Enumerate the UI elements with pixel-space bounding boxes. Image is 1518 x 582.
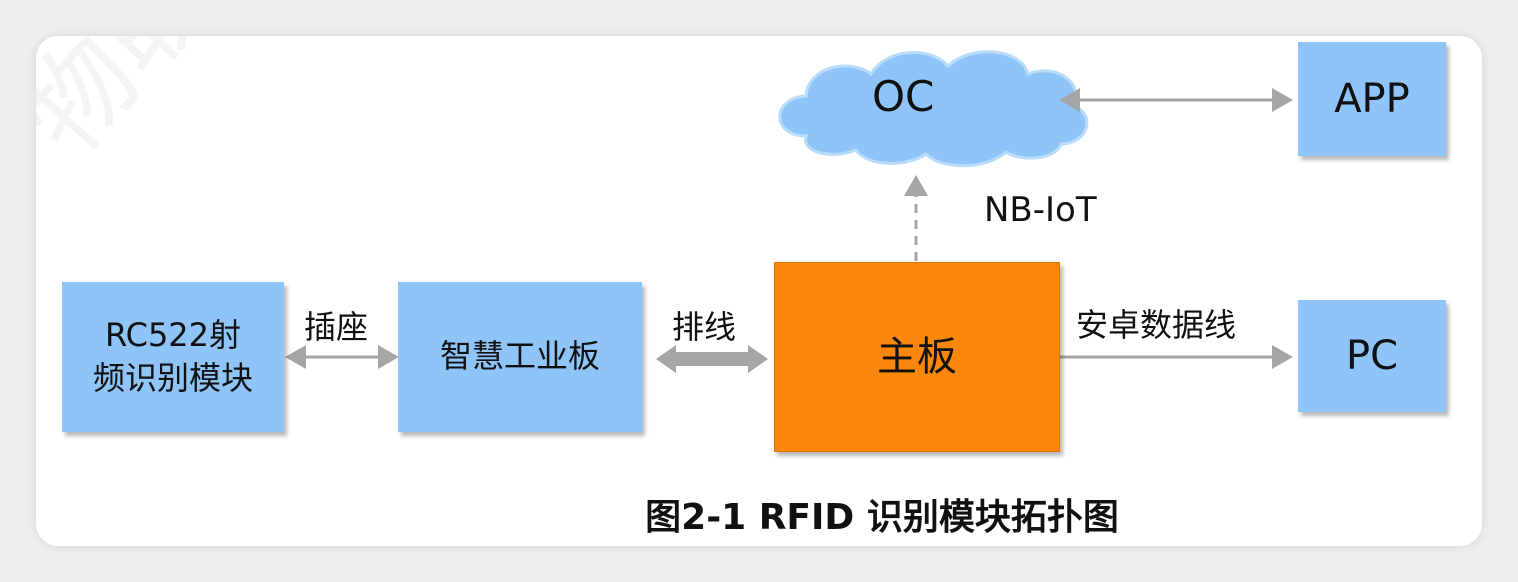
smart-board-box: 智慧工业板 [398, 282, 642, 432]
rc522-label-line2: 频识别模块 [92, 359, 253, 397]
main-board-box: 主板 [774, 262, 1060, 452]
connector-layer [285, 50, 1293, 373]
rc522-module-box: RC522射 频识别模块 [62, 282, 284, 432]
app-box: APP [1298, 42, 1446, 156]
app-label: APP [1334, 76, 1410, 122]
pc-label: PC [1345, 333, 1399, 379]
rc522-label-line1: RC522射 [104, 315, 242, 354]
diagram-frame: 物联网技术有 RC522射 频识别模块 智慧工业板 主板 [36, 36, 1482, 546]
android-cable-label: 安卓数据线 [1076, 306, 1237, 344]
oc-label: OC [872, 72, 935, 121]
smart-board-label: 智慧工业板 [439, 337, 600, 376]
cable-label: 排线 [672, 308, 737, 346]
socket-label: 插座 [304, 308, 369, 346]
main-board-label: 主板 [877, 334, 957, 380]
cable-connector [656, 345, 768, 373]
figure-caption: 图2-1 RFID 识别模块拓扑图 [645, 497, 1119, 538]
pc-box: PC [1298, 300, 1446, 412]
nbiot-label: NB-IoT [984, 190, 1097, 230]
